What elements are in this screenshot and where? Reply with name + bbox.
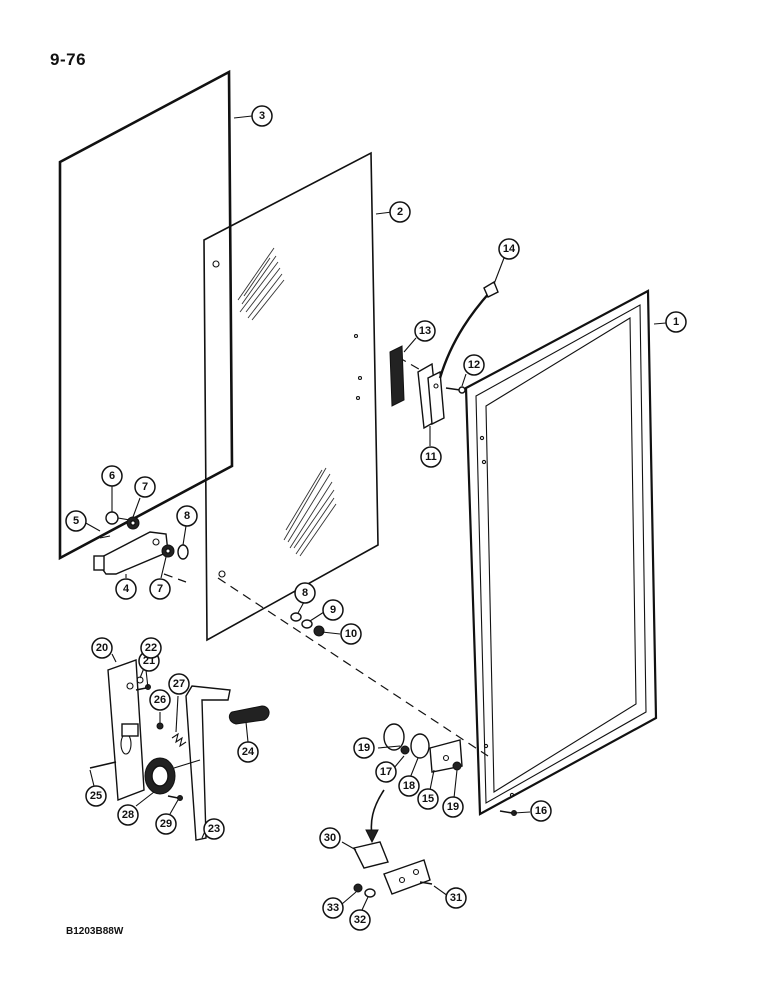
callout-22: 22 (140, 637, 162, 659)
callout-29: 29 (155, 813, 177, 835)
svg-text:13: 13 (419, 325, 431, 337)
door-frame (464, 289, 658, 816)
svg-text:14: 14 (503, 243, 516, 255)
svg-text:6: 6 (109, 470, 115, 482)
mount-line (163, 573, 187, 583)
panel-hatch-lower (283, 467, 337, 557)
svg-text:15: 15 (422, 793, 434, 805)
callout-14: 14 (498, 238, 520, 260)
svg-text:26: 26 (154, 694, 166, 706)
handle-hardware (89, 676, 187, 801)
callout-15: 15 (417, 788, 439, 810)
svg-text:17: 17 (380, 766, 392, 778)
panel-hatch-upper (237, 247, 285, 321)
svg-text:7: 7 (142, 481, 148, 493)
callout-4: 4 (115, 578, 137, 600)
callout-31: 31 (445, 887, 467, 909)
svg-text:16: 16 (535, 805, 547, 817)
callout-7-lower: 7 (149, 578, 171, 600)
svg-text:19: 19 (358, 742, 370, 754)
svg-text:5: 5 (73, 515, 79, 527)
svg-text:19: 19 (447, 801, 459, 813)
callout-19-left: 19 (353, 737, 375, 759)
svg-text:29: 29 (160, 818, 172, 830)
callout-13: 13 (414, 320, 436, 342)
svg-text:1: 1 (673, 316, 679, 328)
detail-arrowhead (365, 829, 379, 844)
svg-text:9: 9 (330, 604, 336, 616)
svg-text:18: 18 (403, 780, 415, 792)
callout-30: 30 (319, 827, 341, 849)
callout-7-upper: 7 (134, 476, 156, 498)
callout-24: 24 (237, 741, 259, 763)
callout-5: 5 (65, 510, 87, 532)
cable-assembly (438, 280, 499, 379)
callout-16: 16 (530, 800, 552, 822)
svg-text:3: 3 (259, 110, 265, 122)
callout-23: 23 (203, 818, 225, 840)
hinge-assembly (93, 511, 189, 575)
svg-text:7: 7 (157, 583, 163, 595)
svg-text:30: 30 (324, 832, 336, 844)
callout-1: 1 (665, 311, 687, 333)
rubber-pad (389, 345, 405, 407)
hinge-axis-line (217, 577, 489, 757)
latch-bracket (417, 362, 445, 430)
callout-25: 25 (85, 785, 107, 807)
figure-code: B1203B88W (66, 926, 124, 937)
callout-17: 17 (375, 761, 397, 783)
svg-text:22: 22 (145, 642, 157, 654)
handle-lever (185, 685, 231, 841)
callout-8-upper: 8 (176, 505, 198, 527)
svg-text:24: 24 (242, 746, 255, 758)
svg-text:2: 2 (397, 206, 403, 218)
leader-lines (83, 115, 667, 911)
svg-text:31: 31 (450, 892, 462, 904)
svg-text:28: 28 (122, 809, 134, 821)
callout-27: 27 (168, 673, 190, 695)
lock-cylinder (144, 757, 201, 795)
svg-text:27: 27 (173, 678, 185, 690)
door-panel (203, 151, 379, 642)
callout-18: 18 (398, 775, 420, 797)
callout-28: 28 (117, 804, 139, 826)
detail-arrow (370, 789, 385, 837)
strike-detail (352, 841, 433, 898)
callout-9: 9 (322, 599, 344, 621)
svg-text:8: 8 (184, 510, 190, 522)
svg-text:32: 32 (354, 914, 366, 926)
callout-33: 33 (322, 897, 344, 919)
callout-19-right: 19 (442, 796, 464, 818)
svg-text:23: 23 (208, 823, 220, 835)
handle-grip (228, 705, 270, 725)
svg-text:33: 33 (327, 902, 339, 914)
callout-2: 2 (389, 201, 411, 223)
glass-panel (58, 69, 234, 561)
callout-12: 12 (463, 354, 485, 376)
callout-11: 11 (420, 446, 442, 468)
page-number: 9-76 (50, 50, 87, 69)
svg-text:20: 20 (96, 642, 108, 654)
screw (445, 386, 466, 394)
callout-26: 26 (149, 689, 171, 711)
svg-text:4: 4 (123, 583, 130, 595)
svg-text:25: 25 (90, 790, 102, 802)
svg-text:8: 8 (302, 587, 308, 599)
latch-assembly (383, 723, 463, 773)
callout-3: 3 (251, 105, 273, 127)
callout-32: 32 (349, 909, 371, 931)
svg-text:11: 11 (425, 451, 437, 463)
svg-text:12: 12 (468, 359, 480, 371)
washer-nut-stack (290, 612, 325, 637)
callout-6: 6 (101, 465, 123, 487)
svg-text:10: 10 (345, 628, 357, 640)
callout-10: 10 (340, 623, 362, 645)
callout-20: 20 (91, 637, 113, 659)
callout-8-lower: 8 (294, 582, 316, 604)
